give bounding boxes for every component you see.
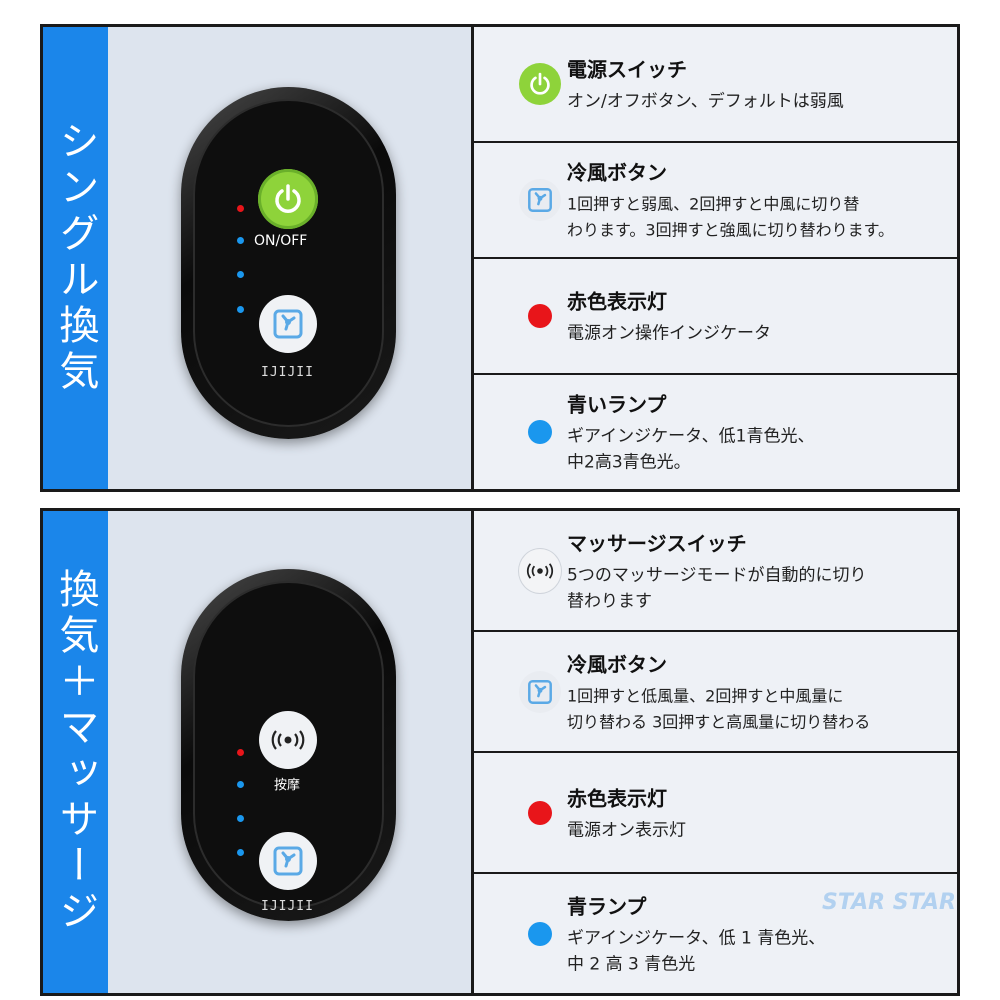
blue-led-3: [237, 306, 244, 313]
control-device: 按摩 IJIJII: [181, 569, 396, 921]
blue-led-2: [237, 815, 244, 822]
feature-title: 赤色表示灯: [567, 289, 667, 314]
feature-title: 冷風ボタン: [567, 652, 667, 676]
feature-title: 冷風ボタン: [567, 160, 667, 185]
fan-icon: [273, 846, 303, 876]
blue-led-2: [237, 271, 244, 278]
fan-button[interactable]: [259, 832, 317, 890]
feature-row: 冷風ボタン 1回押すと弱風、2回押すと中風に切り替 わります。3回押すと強風に切…: [474, 143, 957, 259]
fan-icon: [273, 309, 303, 339]
feature-list: マッサージスイッチ 5つのマッサージモードが自動的に切り 替わります 冷風ボタン…: [474, 511, 957, 993]
feature-desc: 1回押すと低風量、2回押すと中風量に 切り替わる 3回押すと高風量に切り替わる: [567, 686, 871, 731]
blue-dot-icon: [518, 912, 562, 956]
feature-row: 赤色表示灯 電源オン操作インジケータ: [474, 259, 957, 375]
fan-button[interactable]: [259, 295, 317, 353]
feature-title: 赤色表示灯: [567, 786, 667, 810]
level-bars: IJIJII: [261, 365, 314, 380]
power-label: ON/OFF: [254, 233, 308, 249]
side-title: 換気＋マッサージ: [52, 568, 99, 936]
feature-title: 青いランプ: [567, 392, 667, 417]
fan-icon: [518, 178, 562, 222]
feature-desc: ギアインジケータ、低 1 青色光、 中 2 高 3 青色光: [567, 928, 826, 974]
device-illustration-area: 按摩 IJIJII: [108, 511, 474, 993]
blue-dot-icon: [518, 410, 562, 454]
red-dot-icon: [518, 294, 562, 338]
level-bars: IJIJII: [261, 899, 314, 914]
feature-row: 青いランプ ギアインジケータ、低1青色光、 中2高3青色光。: [474, 375, 957, 489]
feature-row: 電源スイッチ オン/オフボタン、デフォルトは弱風: [474, 27, 957, 143]
blue-led-1: [237, 781, 244, 788]
blue-led-3: [237, 849, 244, 856]
massage-label: 按摩: [274, 778, 301, 793]
vibration-icon: [518, 547, 562, 594]
feature-desc: 電源オン表示灯: [567, 820, 686, 840]
feature-desc: 1回押すと弱風、2回押すと中風に切り替 わります。3回押すと強風に切り替わります…: [567, 194, 894, 240]
feature-desc: ギアインジケータ、低1青色光、 中2高3青色光。: [567, 426, 815, 473]
ventilation-massage-panel: 換気＋マッサージ 按摩 IJIJII: [40, 508, 960, 996]
red-led: [237, 205, 244, 212]
feature-list: 電源スイッチ オン/オフボタン、デフォルトは弱風 冷風ボタン 1回押すと弱風、2…: [474, 27, 957, 489]
power-button[interactable]: [258, 169, 318, 229]
massage-button[interactable]: [259, 711, 317, 769]
feature-title: 電源スイッチ: [567, 57, 687, 82]
control-device: ON/OFF IJIJII: [181, 87, 396, 439]
feature-row: 冷風ボタン 1回押すと低風量、2回押すと中風量に 切り替わる 3回押すと高風量に…: [474, 632, 957, 753]
feature-desc: オン/オフボタン、デフォルトは弱風: [567, 91, 844, 112]
feature-desc: 5つのマッサージモードが自動的に切り 替わります: [567, 565, 867, 611]
feature-desc: 電源オン操作インジケータ: [567, 323, 771, 344]
red-dot-icon: [518, 791, 562, 835]
power-icon: [275, 184, 301, 213]
red-led: [237, 749, 244, 756]
feature-title: 青ランプ: [567, 894, 647, 918]
feature-row: マッサージスイッチ 5つのマッサージモードが自動的に切り 替わります: [474, 511, 957, 632]
power-icon: [518, 62, 562, 106]
side-title-bar: 換気＋マッサージ: [43, 511, 108, 993]
single-ventilation-panel: シングル換気 ON/OFF IJIJII: [40, 24, 960, 492]
feature-row: 赤色表示灯 電源オン表示灯: [474, 753, 957, 874]
fan-icon: [518, 670, 562, 714]
feature-row: 青ランプ ギアインジケータ、低 1 青色光、 中 2 高 3 青色光: [474, 874, 957, 993]
blue-led-1: [237, 237, 244, 244]
side-title: シングル換気: [52, 120, 99, 396]
feature-title: マッサージスイッチ: [567, 531, 747, 555]
watermark: STAR STAR: [822, 890, 956, 915]
side-title-bar: シングル換気: [43, 27, 108, 489]
device-illustration-area: ON/OFF IJIJII: [108, 27, 474, 489]
vibration-icon: [271, 730, 305, 750]
